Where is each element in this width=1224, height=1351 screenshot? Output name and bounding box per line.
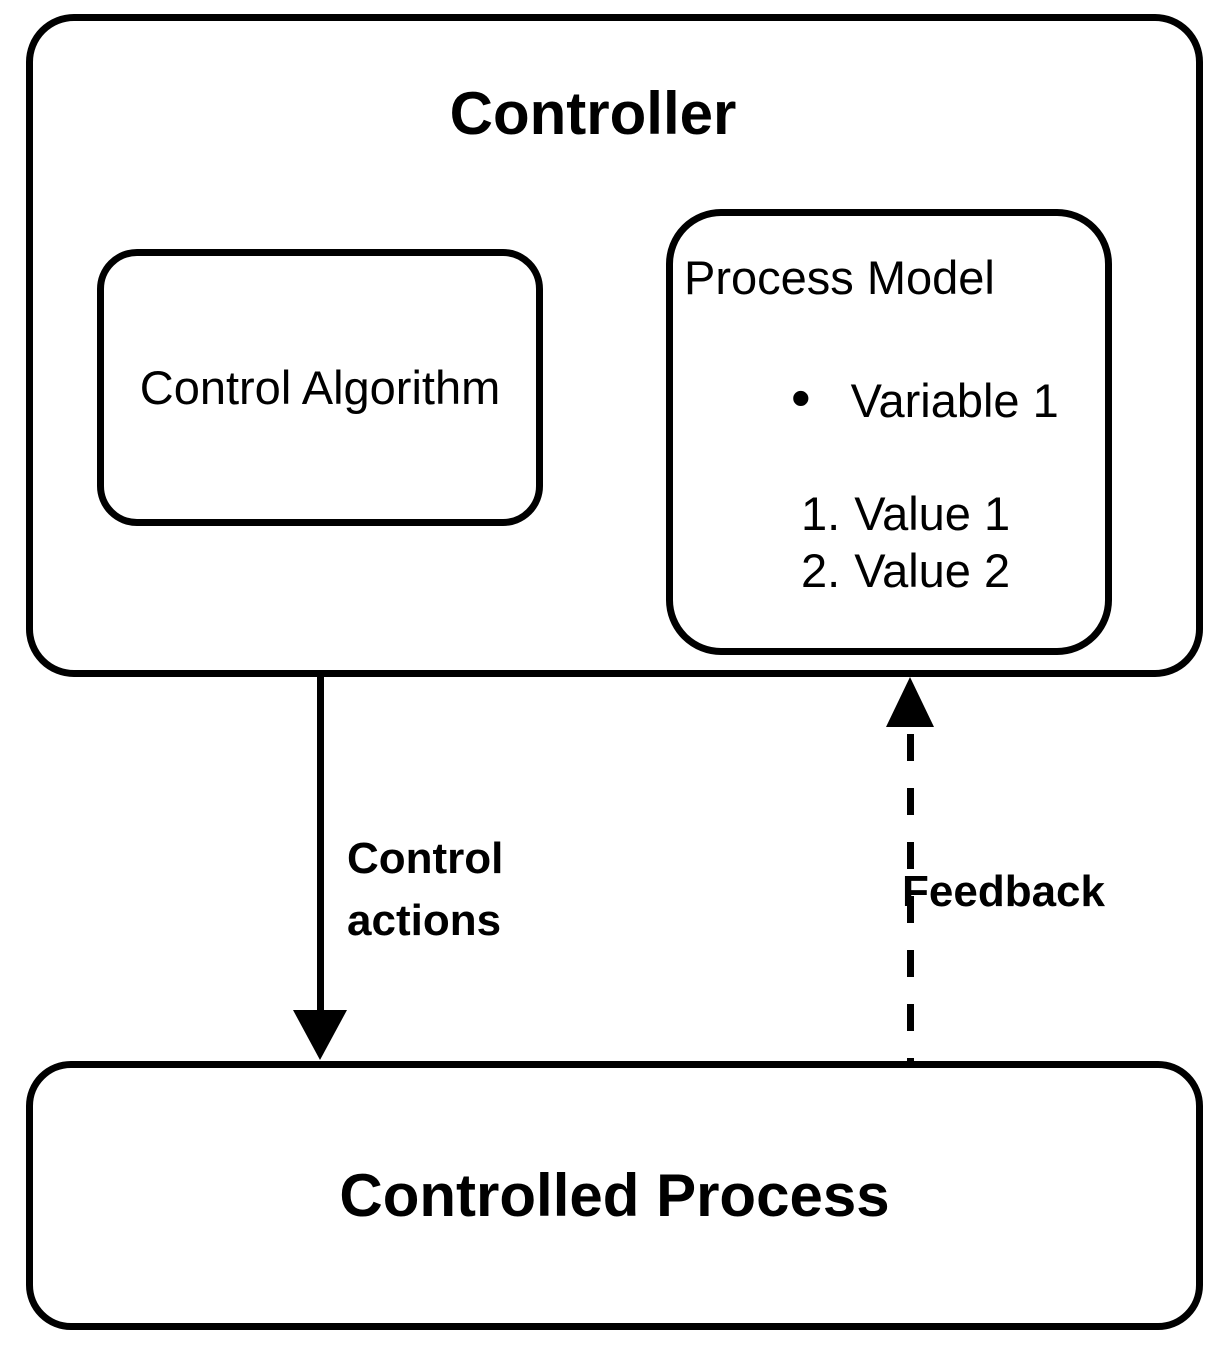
feedback-label: Feedback [902,867,1105,916]
controlled-process-label: Controlled Process [339,1162,890,1229]
controller-title: Controller [449,80,737,147]
control-actions-label-line2: actions [347,896,502,945]
list-number: 1. [801,487,841,540]
control-actions-label: Control actions [347,828,503,952]
bullet-icon: • [791,366,811,429]
arrowhead-down-icon [293,1010,347,1060]
control-algorithm-box: Control Algorithm [97,249,543,526]
numbered-item-label: Value 2 [854,544,1011,597]
feedback-arrow-line [907,734,914,1061]
arrowhead-up-icon [886,677,934,727]
controlled-process-box: Controlled Process [26,1061,1203,1330]
numbered-item-label: Value 1 [854,487,1011,540]
bullet-item-label: Variable 1 [850,374,1059,427]
process-model-title: Process Model [684,251,995,304]
process-model-bullet-item: • Variable 1 [791,366,1059,429]
process-model-box: Process Model • Variable 1 1. Value 1 2.… [666,209,1112,655]
controller-box: Controller Control Algorithm Process Mod… [26,14,1203,677]
list-number: 2. [801,544,841,597]
process-model-numbered-item-2: 2. Value 2 [801,545,1010,597]
process-model-numbered-item-1: 1. Value 1 [801,488,1010,540]
control-algorithm-label: Control Algorithm [139,360,501,414]
control-actions-label-line1: Control [347,834,504,883]
control-actions-arrow-line [317,677,324,1015]
